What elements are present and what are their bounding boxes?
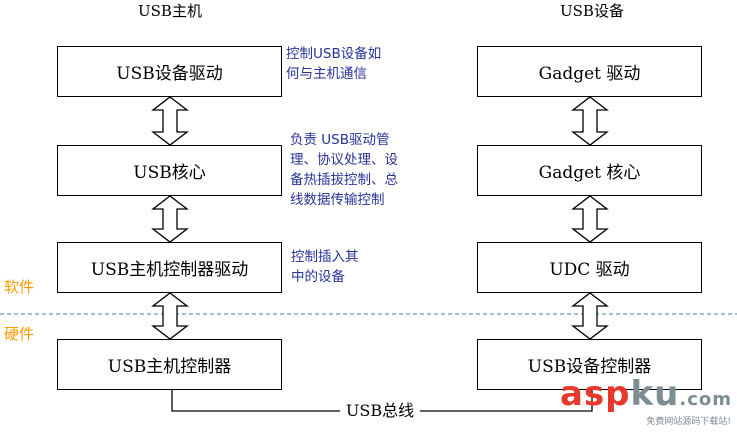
note-line: 中的设备 xyxy=(291,269,345,285)
host-double-arrow-1 xyxy=(151,96,189,146)
note-usb-core: 负责 USB驱动管 理、协议处理、设 备热插拔控制、总 线数据传输控制 xyxy=(290,130,398,210)
usb-device-driver-box: USB设备驱动 xyxy=(57,46,282,97)
note-line: 何与主机通信 xyxy=(286,66,367,82)
watermark-brand-suffix: .com xyxy=(679,389,732,410)
note-host-controller-driver: 控制插入其 中的设备 xyxy=(291,247,359,287)
watermark-tagline: 免费网站源码下载站! xyxy=(646,417,731,427)
note-line: 理、协议处理、设 xyxy=(290,152,398,168)
usb-host-controller-driver-box: USB主机控制器驱动 xyxy=(57,242,282,293)
note-line: 负责 USB驱动管 xyxy=(290,132,390,148)
software-layer-label: 软件 xyxy=(4,278,35,296)
device-column-title: USB设备 xyxy=(560,2,624,20)
device-double-arrow-1 xyxy=(571,96,609,146)
usb-device-controller-box: USB设备控制器 xyxy=(477,339,702,390)
usb-host-controller-box: USB主机控制器 xyxy=(57,339,282,390)
note-line: 线数据传输控制 xyxy=(290,192,385,208)
note-line: 控制USB设备如 xyxy=(286,46,382,62)
host-column-title: USB主机 xyxy=(138,2,202,20)
note-device-driver: 控制USB设备如 何与主机通信 xyxy=(286,44,381,84)
watermark-brand-part1: asp xyxy=(560,374,631,414)
watermark-brand-part2: ku xyxy=(630,374,680,414)
aspku-watermark-logo: aspku.com 免费网站源码下载站! xyxy=(560,374,735,430)
host-double-arrow-3 xyxy=(151,292,189,340)
usb-bus-label: USB总线 xyxy=(340,400,420,422)
note-line: 备热插拔控制、总 xyxy=(290,172,398,188)
device-double-arrow-2 xyxy=(571,195,609,243)
hardware-layer-label: 硬件 xyxy=(4,325,35,343)
udc-driver-box: UDC 驱动 xyxy=(477,242,702,293)
watermark-brand: aspku.com xyxy=(560,374,732,420)
host-double-arrow-2 xyxy=(151,195,189,243)
gadget-core-box: Gadget 核心 xyxy=(477,145,702,196)
usb-core-box: USB核心 xyxy=(57,145,282,196)
note-line: 控制插入其 xyxy=(291,249,359,265)
gadget-driver-box: Gadget 驱动 xyxy=(477,46,702,97)
device-double-arrow-3 xyxy=(571,292,609,340)
